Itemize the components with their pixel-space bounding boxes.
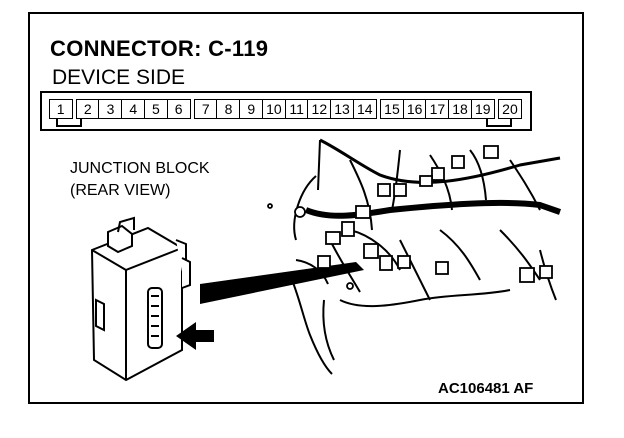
- connector-pin: 19: [470, 99, 495, 119]
- connector-side-label: DEVICE SIDE: [52, 66, 186, 89]
- connector-key-left: [56, 119, 82, 127]
- connector-pin: 18: [447, 99, 473, 119]
- connector-pin: 12: [307, 99, 332, 119]
- figure-code: AC106481 AF: [438, 380, 534, 397]
- leader-wedge: [200, 262, 364, 304]
- harness-connectors: [267, 145, 553, 290]
- connector-pin: 20: [497, 99, 523, 119]
- connector-pin: 16: [402, 99, 427, 119]
- connector-pin: 14: [352, 99, 377, 119]
- connector-title: CONNECTOR: C-119: [50, 36, 269, 61]
- harness-drawing: [291, 138, 561, 375]
- connector-pin: 10: [261, 99, 287, 119]
- connector-key-right: [486, 119, 512, 127]
- connector-pin: 17: [425, 99, 450, 119]
- connector-pin: 3: [98, 99, 123, 119]
- connector-pin: 6: [166, 99, 191, 119]
- connector-pointer-arrow: [176, 322, 214, 350]
- junction-block-view-label: (REAR VIEW): [70, 182, 171, 199]
- connector-pin: 1: [48, 99, 73, 119]
- junction-block-label: JUNCTION BLOCK: [70, 160, 210, 177]
- connector-pin: 11: [284, 99, 309, 119]
- junction-block-drawing: [90, 216, 191, 382]
- connector-pin: 13: [329, 99, 355, 119]
